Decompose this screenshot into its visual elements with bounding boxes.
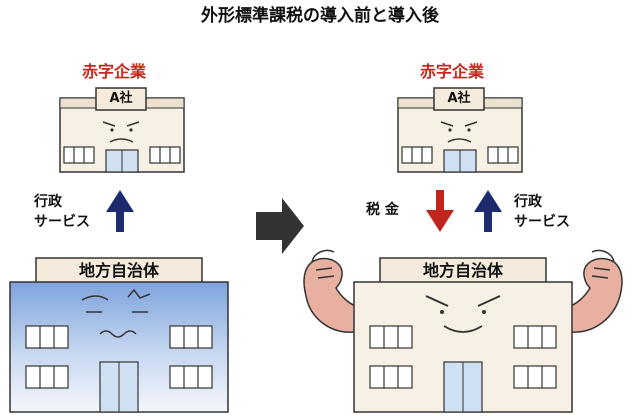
service-label-after-line1: 行政 xyxy=(514,194,542,210)
tax-label: 税 金 xyxy=(366,202,399,218)
company-heading-before: 赤字企業 xyxy=(82,62,147,81)
service-arrow-up-before xyxy=(106,190,134,232)
company-sign-after: A社 xyxy=(447,91,471,106)
page-title: 外形標準課税の導入前と導入後 xyxy=(201,6,439,26)
frown-brows-icon xyxy=(440,121,478,127)
company-sign-before: A社 xyxy=(109,91,133,106)
frown-mouth-icon xyxy=(447,138,472,143)
service-label-before-line2: サービス xyxy=(34,214,90,230)
frown-brows-icon xyxy=(102,121,140,127)
government-sign-after: 地方自治体 xyxy=(422,261,503,280)
frown-mouth-icon xyxy=(109,138,134,143)
tax-arrow-down xyxy=(426,190,454,232)
government-sign-before: 地方自治体 xyxy=(78,261,159,280)
wavy-mouth-icon xyxy=(99,330,137,338)
flexing-arm-left-icon xyxy=(303,249,357,333)
determined-brows-icon xyxy=(425,295,501,307)
company-heading-after: 赤字企業 xyxy=(420,62,485,81)
government-building-before xyxy=(9,257,229,413)
government-building-after xyxy=(353,257,573,413)
service-label-before-line1: 行政 xyxy=(34,194,62,210)
sad-brow-left-icon xyxy=(81,295,109,301)
company-building-before xyxy=(59,87,185,173)
transition-arrow-icon xyxy=(256,198,304,254)
smile-mouth-icon xyxy=(443,325,483,333)
sad-brow-right-icon xyxy=(127,288,151,299)
service-label-after-line2: サービス xyxy=(514,214,570,230)
flexing-arm-right-icon xyxy=(569,249,623,333)
service-arrow-up-after xyxy=(474,190,502,232)
company-building-after xyxy=(397,87,523,173)
